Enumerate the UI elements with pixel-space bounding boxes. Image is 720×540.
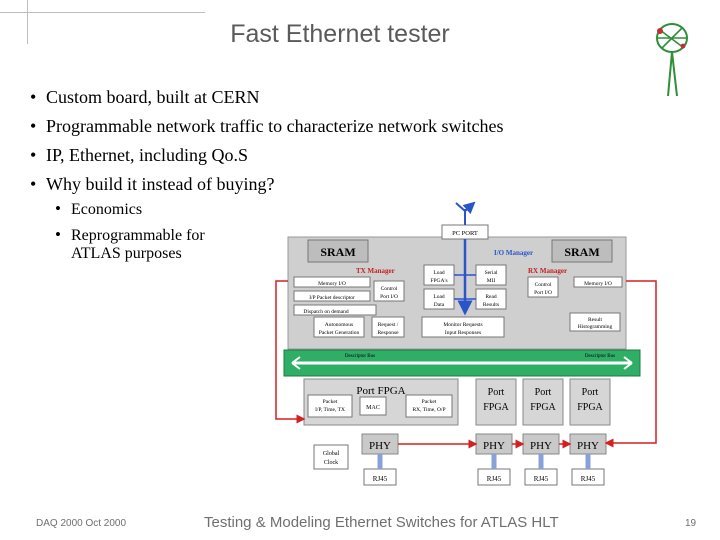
phy-label-4: PHY: [577, 440, 599, 452]
load-fpgas-1: Load: [433, 270, 445, 276]
bullet-item: •IP, Ethernet, including Qo.S: [30, 145, 248, 165]
atlas-logo-icon: [656, 23, 688, 97]
serial-mii-2: MII: [487, 278, 496, 284]
bullet-item: •Custom board, built at CERN: [30, 87, 260, 107]
descriptor-bus-left: Descriptor Bus: [345, 354, 375, 359]
rj45-label-2: RJ45: [487, 475, 502, 483]
load-data-2: Data: [434, 302, 445, 308]
tester-block-diagram: SRAM SRAM PC PORT I/O Manager TX Manager…: [275, 197, 657, 486]
fpga-label-3: FPGA: [577, 402, 603, 413]
control-port-right-2: Port I/O: [534, 290, 552, 296]
top-rule-vertical: [27, 0, 28, 44]
load-fpgas-2: FPGA's: [430, 278, 447, 284]
sram-right-label: SRAM: [564, 245, 599, 259]
bullet-item: •Programmable network traffic to charact…: [30, 116, 504, 136]
sub-bullet-item: •Economics: [55, 199, 143, 219]
global-clock-1: Global: [323, 451, 340, 457]
port-label-2: Port: [535, 387, 552, 398]
port-label-1: Port: [488, 387, 505, 398]
footer-center: Testing & Modeling Ethernet Switches for…: [204, 514, 559, 531]
descriptor-bus-right: Descriptor Bus: [585, 354, 615, 359]
packet-rx-1: Packet: [422, 399, 437, 405]
bullet-item: •Why build it instead of buying?: [30, 174, 275, 194]
slide-title: Fast Ethernet tester: [230, 20, 450, 48]
rx-manager-label: RX Manager: [528, 267, 567, 275]
monitor-label-1: Monitor Requests: [443, 322, 482, 328]
packet-tx-2: I/P, Time, TX: [315, 407, 345, 413]
phy-label-1: PHY: [369, 440, 391, 452]
main-bullet-list: •Custom board, built at CERN •Programmab…: [30, 86, 503, 202]
autonomous-label-1: Autonomous: [325, 322, 353, 328]
memory-io-right-label: Memory I/O: [584, 281, 612, 287]
control-port-left-2: Port I/O: [380, 294, 398, 300]
request-label-2: Response: [377, 330, 399, 336]
rj45-label-1: RJ45: [373, 475, 388, 483]
serial-mii-1: Serial: [485, 270, 498, 276]
memory-io-left-label: Memory I/O: [318, 281, 346, 287]
sram-left-label: SRAM: [320, 245, 355, 259]
pc-port-label: PC PORT: [452, 230, 478, 237]
fpga-label-1: FPGA: [483, 402, 509, 413]
autonomous-label-2: Packet Generation: [319, 330, 360, 336]
phy-label-2: PHY: [483, 440, 505, 452]
result-label: Result: [588, 317, 603, 323]
rj45-label-4: RJ45: [581, 475, 596, 483]
ip-packet-descriptor-label: I/P Packet descriptor: [309, 295, 355, 301]
load-data-1: Load: [433, 294, 445, 300]
io-manager-label: I/O Manager: [494, 249, 533, 257]
top-rule-horizontal: [0, 12, 205, 13]
control-port-right-1: Control: [535, 282, 552, 288]
packet-rx-2: RX, Time, O/P: [412, 407, 445, 413]
footer-left: DAQ 2000 Oct 2000: [36, 518, 127, 529]
histogramming-label: Histogramming: [578, 324, 613, 330]
fpga-label-2: FPGA: [530, 402, 556, 413]
page-number: 19: [685, 518, 697, 529]
phy-label-3: PHY: [530, 440, 552, 452]
read-results-1: Read: [485, 294, 497, 300]
request-label-1: Request /: [378, 322, 399, 328]
packet-tx-1: Packet: [323, 399, 338, 405]
rj45-label-3: RJ45: [534, 475, 549, 483]
global-clock-2: Clock: [324, 460, 338, 466]
mac-label: MAC: [366, 405, 380, 411]
monitor-label-2: Input Responses: [445, 330, 481, 336]
control-port-left-1: Control: [381, 286, 398, 292]
dispatch-label: Dispatch on demand: [303, 309, 348, 315]
tx-manager-label: TX Manager: [356, 267, 395, 275]
read-results-2: Results: [483, 302, 499, 308]
port-fpga-large-label: Port FPGA: [356, 385, 405, 397]
port-label-3: Port: [582, 387, 599, 398]
